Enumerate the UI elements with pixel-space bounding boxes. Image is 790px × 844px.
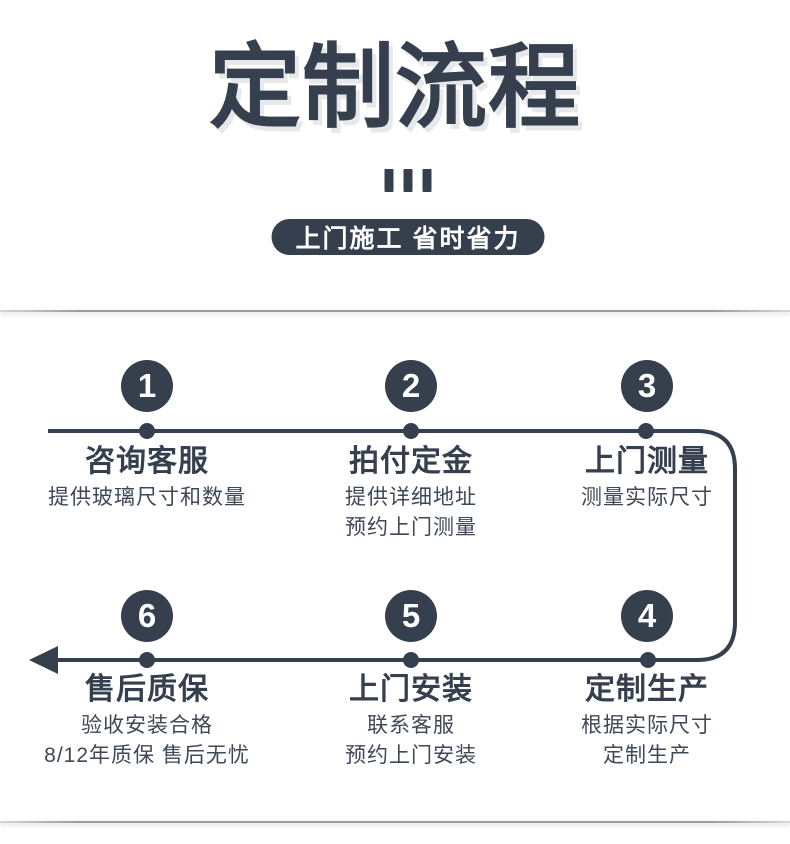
step-description: 测量实际尺寸 — [581, 483, 713, 513]
step-6: 6 售后质保 验收安装合格 8/12年质保 售后无忧 — [7, 590, 287, 771]
step-description-line: 提供详细地址 — [345, 486, 477, 509]
step-number: 4 — [637, 597, 657, 634]
step-title: 上门测量 — [585, 445, 709, 478]
step-description-line: 提供玻璃尺寸和数量 — [48, 486, 246, 509]
step-description-line: 测量实际尺寸 — [581, 486, 713, 509]
step-description-line: 8/12年质保 售后无忧 — [44, 744, 250, 767]
step-2-number-badge: 2 — [385, 360, 437, 412]
step-title: 咨询客服 — [85, 445, 209, 478]
step-description: 提供玻璃尺寸和数量 — [48, 483, 246, 513]
step-description-line: 联系客服 — [367, 714, 455, 737]
step-description: 提供详细地址 预约上门测量 — [345, 483, 477, 543]
subtitle-badge: 上门施工 省时省力 — [271, 219, 545, 255]
step-number: 5 — [401, 597, 421, 634]
step-description-line: 验收安装合格 — [81, 714, 213, 737]
bar-icon — [384, 169, 394, 192]
step-number: 2 — [401, 367, 421, 404]
step-title: 定制生产 — [585, 673, 709, 706]
step-description: 根据实际尺寸 定制生产 — [581, 711, 713, 771]
decorative-bars-icon — [384, 169, 432, 192]
step-description-line: 定制生产 — [603, 744, 691, 767]
section-divider-bottom — [0, 821, 790, 823]
step-2: 2 拍付定金 提供详细地址 预约上门测量 — [271, 360, 551, 543]
step-4: 4 定制生产 根据实际尺寸 定制生产 — [507, 590, 787, 771]
step-title: 上门安装 — [349, 673, 473, 706]
step-1: 1 咨询客服 提供玻璃尺寸和数量 — [7, 360, 287, 513]
step-number: 3 — [637, 367, 657, 404]
bar-icon — [403, 169, 413, 192]
step-5-number-badge: 5 — [385, 590, 437, 642]
step-title: 拍付定金 — [349, 445, 473, 478]
step-number: 6 — [137, 597, 157, 634]
step-3: 3 上门测量 测量实际尺寸 — [507, 360, 787, 513]
page-title: 定制流程 — [208, 37, 581, 139]
step-5: 5 上门安装 联系客服 预约上门安装 — [271, 590, 551, 771]
step-description-line: 预约上门安装 — [345, 744, 477, 767]
step-1-number-badge: 1 — [121, 360, 173, 412]
step-number: 1 — [137, 367, 157, 404]
bar-icon — [422, 169, 432, 192]
step-3-number-badge: 3 — [621, 360, 673, 412]
step-description-line: 预约上门测量 — [345, 516, 477, 539]
step-6-number-badge: 6 — [121, 590, 173, 642]
section-divider-top — [0, 310, 790, 312]
step-description-line: 根据实际尺寸 — [581, 714, 713, 737]
step-4-number-badge: 4 — [621, 590, 673, 642]
step-description: 验收安装合格 8/12年质保 售后无忧 — [44, 711, 250, 771]
step-description: 联系客服 预约上门安装 — [345, 711, 477, 771]
subtitle-badge-label: 上门施工 省时省力 — [295, 225, 521, 253]
step-title: 售后质保 — [85, 673, 209, 706]
